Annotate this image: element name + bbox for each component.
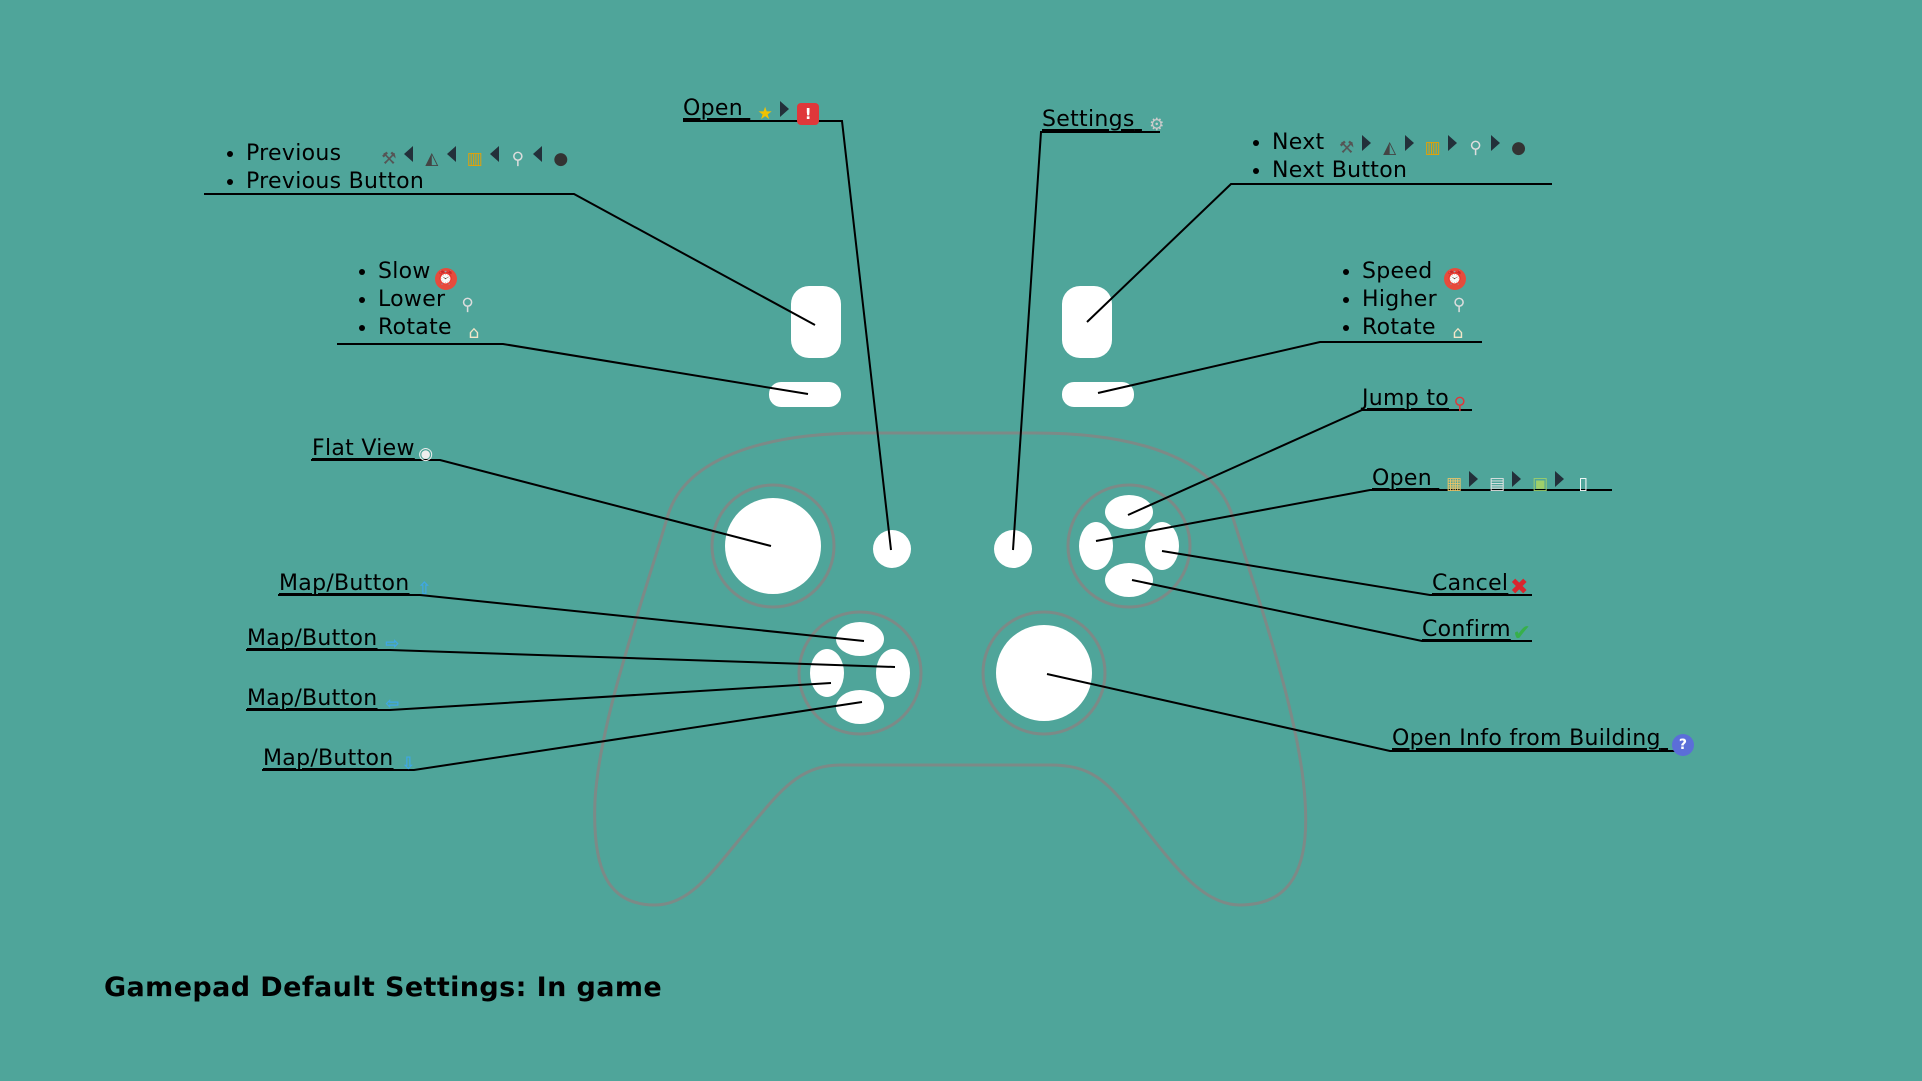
right-stick-ring [981, 610, 1107, 736]
page-title: Gamepad Default Settings: In game [104, 972, 663, 1003]
next-button-item: Next Button [1272, 157, 1530, 185]
info-question-icon: ? [1672, 734, 1695, 756]
left-stick-ring [710, 483, 836, 609]
house-icon: ⌂ [1452, 323, 1464, 343]
face-button-right[interactable] [1145, 522, 1179, 570]
lower-item: Lower ⚲ [378, 286, 485, 315]
leader-cancel [1161, 550, 1532, 596]
hammer-wrench-icon: ⚒ [1338, 138, 1355, 158]
slow-item: Slow⏰ [378, 258, 485, 290]
leader-speed [1097, 341, 1482, 394]
right-bumper[interactable] [1062, 382, 1134, 407]
arrow-right-icon: ⇨ [385, 634, 400, 654]
right-bumper-label-group: Speed ⏰ Higher ⚲ Rotate ⌂ [1334, 258, 1470, 343]
shovel-icon: ⚲ [511, 149, 525, 169]
leader-previous [204, 193, 816, 326]
leader-next [1086, 183, 1552, 323]
leader-open-right [1095, 489, 1612, 542]
previous-button-item: Previous Button [246, 168, 572, 196]
dpad-right[interactable] [876, 649, 910, 697]
left-trigger[interactable] [791, 286, 841, 358]
map-up-label: Map/Button⇧ [279, 570, 436, 600]
previous-item: Previous ⚒◭▥⚲● [246, 140, 572, 169]
gear-icon: ⚙ [1149, 115, 1165, 135]
alarm-clock-icon: ⏰ [434, 268, 457, 290]
settings-label: Settings ⚙ [1042, 106, 1168, 136]
confirm-label: Confirm✔ [1422, 617, 1532, 646]
road-icon: ◭ [425, 149, 439, 169]
arrow-down-icon: ⇩ [401, 754, 416, 774]
rotate-right-item: Rotate ⌂ [1362, 314, 1470, 343]
map-icon: ▦ [1446, 474, 1463, 494]
leader-jump-to [1127, 409, 1472, 516]
leader-map-down [262, 701, 863, 771]
red-cross-icon: ✖ [1509, 575, 1529, 600]
shovel-icon: ⚲ [461, 295, 475, 315]
alarm-clock-icon: ⏰ [1443, 268, 1466, 290]
face-buttons-ring [1066, 483, 1192, 609]
map-pin-icon: ⚲ [1453, 394, 1467, 414]
shovel-icon: ⚲ [1469, 138, 1483, 158]
next-label-group: Next ⚒◭▥⚲● Next Button [1244, 129, 1530, 185]
flat-view-label: Flat View◉ [312, 435, 437, 465]
open-info-label: Open Info from Building ? [1392, 725, 1695, 756]
arrow-left-icon: ⇦ [385, 694, 400, 714]
higher-item: Higher ⚲ [1362, 286, 1470, 315]
map-down-label: Map/Button⇩ [263, 745, 420, 775]
picture-icon: ▣ [1532, 474, 1549, 494]
leader-settings [1012, 131, 1160, 551]
house-icon: ⌂ [468, 323, 480, 343]
green-check-icon: ✔ [1512, 621, 1532, 646]
star-icon: ★ [757, 104, 774, 124]
dpad-down[interactable] [836, 690, 884, 724]
dpad-ring [797, 610, 923, 736]
arrow-up-icon: ⇧ [417, 579, 432, 599]
left-bumper-label-group: Slow⏰ Lower ⚲ Rotate ⌂ [350, 258, 485, 343]
left-stick[interactable] [725, 498, 821, 594]
leader-open-info [1046, 673, 1682, 752]
leader-flat-view [311, 459, 772, 547]
face-button-bottom[interactable] [1105, 563, 1153, 597]
face-button-left[interactable] [1079, 522, 1113, 570]
right-stick[interactable] [996, 625, 1092, 721]
shovel-icon: ⚲ [1452, 295, 1466, 315]
eye-icon: ◉ [418, 444, 434, 464]
hammer-wrench-icon: ⚒ [381, 149, 397, 169]
dpad [810, 622, 910, 724]
dpad-up[interactable] [836, 622, 884, 656]
previous-label-group: Previous ⚒◭▥⚲● Previous Button [218, 140, 572, 196]
view-button[interactable] [873, 530, 911, 568]
map-right-label: Map/Button⇨ [247, 625, 404, 655]
leader-slow [337, 343, 809, 395]
controller-outline [593, 431, 1308, 907]
leader-map-right [246, 649, 896, 668]
rotate-left-item: Rotate ⌂ [378, 314, 485, 343]
bomb-icon: ● [553, 149, 569, 169]
open-top-label: Open ★! [683, 95, 820, 125]
jump-to-label: Jump to⚲ [1362, 385, 1471, 415]
bomb-icon: ● [1511, 138, 1527, 158]
road-icon: ◭ [1383, 138, 1397, 158]
alert-box-icon: ! [797, 103, 820, 125]
face-button-top[interactable] [1105, 495, 1153, 529]
building-icon: ▤ [1489, 474, 1506, 494]
leader-map-up [278, 594, 865, 642]
leader-map-left [246, 682, 832, 711]
dpad-left[interactable] [810, 649, 844, 697]
open-right-label: Open ▦▤▣▯ [1372, 465, 1594, 495]
cancel-label: Cancel✖ [1432, 571, 1529, 600]
speed-item: Speed ⏰ [1362, 258, 1470, 290]
map-left-label: Map/Button⇦ [247, 685, 404, 715]
leader-lines [204, 120, 1682, 771]
leader-confirm [1131, 579, 1532, 642]
clipboard-icon: ▯ [1578, 474, 1589, 494]
construction-barrier-icon: ▥ [466, 149, 484, 169]
next-item: Next ⚒◭▥⚲● [1272, 129, 1530, 158]
construction-barrier-icon: ▥ [1424, 138, 1441, 158]
leader-open-top [683, 120, 892, 551]
face-buttons [1079, 495, 1179, 597]
